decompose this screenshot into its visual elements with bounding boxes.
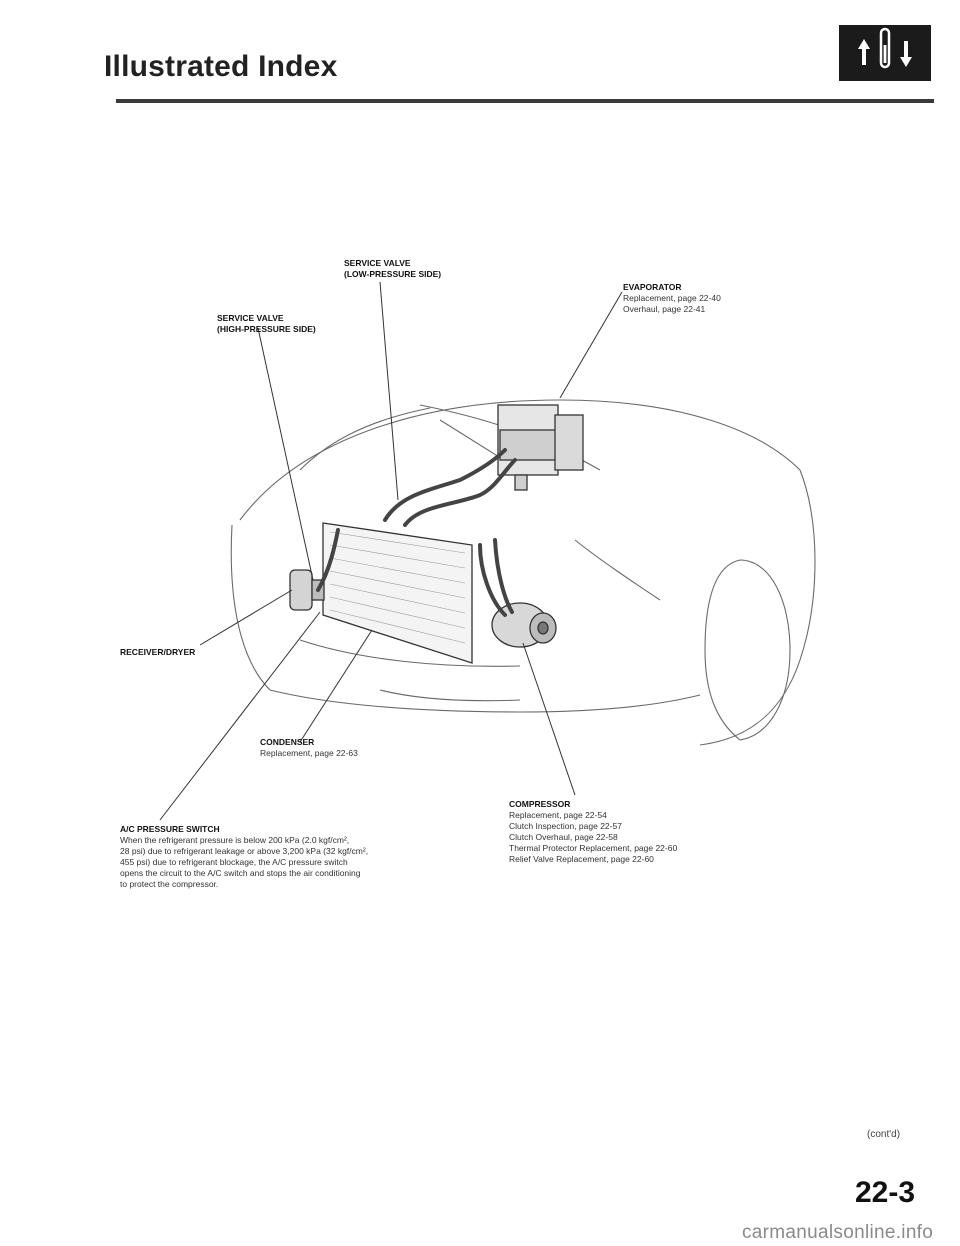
page-title: Illustrated Index <box>104 50 338 83</box>
page-number: 22-3 <box>855 1176 916 1209</box>
title-rule <box>116 99 934 103</box>
service-valve-high-label: SERVICE VALVE (HIGH-PRESSURE SIDE) <box>217 313 316 334</box>
continued-note: (cont'd) <box>867 1129 901 1140</box>
ac-pressure-switch-label: A/C PRESSURE SWITCH When the refrigerant… <box>120 824 369 889</box>
condenser-label: CONDENSER Replacement, page 22-63 <box>260 737 358 758</box>
ac-section-icon <box>839 25 931 81</box>
evaporator-label: EVAPORATOR Replacement, page 22-40 Overh… <box>623 282 721 314</box>
compressor-label: COMPRESSOR Replacement, page 22-54 Clutc… <box>509 799 678 864</box>
watermark-text: carmanualsonline.info <box>742 1222 934 1243</box>
service-valve-low-label: SERVICE VALVE (LOW-PRESSURE SIDE) <box>344 258 442 279</box>
receiver-dryer-label: RECEIVER/DRYER <box>120 647 196 657</box>
